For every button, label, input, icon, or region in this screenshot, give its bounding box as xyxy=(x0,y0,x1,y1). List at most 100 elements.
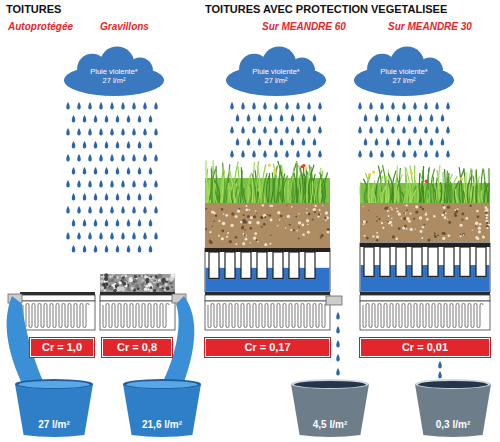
soil-grain xyxy=(306,219,309,222)
soil-grain xyxy=(372,235,374,237)
soil-grain xyxy=(319,209,321,211)
rain-drop xyxy=(88,102,91,110)
rain-drop xyxy=(72,115,75,123)
soil-grain xyxy=(296,230,298,232)
grass-blade xyxy=(222,170,225,203)
rain-drop xyxy=(291,114,294,122)
soil-grain xyxy=(420,230,423,233)
rain-drop xyxy=(88,154,91,162)
flower xyxy=(460,177,463,180)
soil-grain xyxy=(415,205,418,208)
flower xyxy=(300,165,303,168)
rain-drop xyxy=(438,361,441,369)
soil-grain xyxy=(249,227,252,230)
bucket-water xyxy=(126,381,198,388)
section-heading: TOITURES AVEC PROTECTION VEGETALISEE xyxy=(205,3,447,16)
soil-grain xyxy=(455,210,458,213)
soil-grain xyxy=(324,217,327,220)
bucket-body xyxy=(123,384,201,437)
rain-drop xyxy=(419,138,422,146)
soil-grain xyxy=(253,215,256,218)
rain-drop xyxy=(132,128,135,136)
gravel-stone xyxy=(135,284,139,288)
soil-grain xyxy=(475,226,476,227)
soil-grain xyxy=(295,216,297,218)
rain-drop xyxy=(336,312,339,320)
gravel-stone xyxy=(141,274,143,276)
soil-grain xyxy=(260,216,263,219)
rain-drop xyxy=(313,114,316,122)
soil-layer xyxy=(205,203,330,248)
soil-grain xyxy=(314,211,316,213)
gravel-stone xyxy=(147,282,151,286)
rain-drop xyxy=(83,115,86,123)
drainage-cup xyxy=(380,247,390,276)
rain-drop xyxy=(280,114,283,122)
grass-blade xyxy=(383,165,386,203)
rain-drop xyxy=(336,340,339,348)
rain-amount-text: Pluie violente* xyxy=(380,67,428,76)
rain-drop xyxy=(132,180,135,188)
flower xyxy=(268,164,271,167)
soil-grain xyxy=(398,213,401,216)
gravel-stone xyxy=(173,290,175,292)
rain-drop xyxy=(252,126,255,134)
rain-drop xyxy=(66,206,69,214)
rain-drop xyxy=(408,114,411,122)
grass-blade xyxy=(263,173,267,203)
soil-grain xyxy=(209,231,211,233)
gravel-stone xyxy=(155,284,157,286)
rain-drop xyxy=(116,141,119,149)
rain-drop xyxy=(116,219,119,227)
rain-drop xyxy=(77,128,80,136)
soil-grain xyxy=(205,228,207,230)
soil-grain xyxy=(312,219,314,221)
roof-insulation xyxy=(360,301,490,330)
rain-drop xyxy=(110,154,113,162)
rain-drop xyxy=(99,154,102,162)
section-heading: TOITURES xyxy=(6,3,61,16)
rain-drop xyxy=(94,141,97,149)
rain-drop xyxy=(435,150,438,158)
drainage-cup xyxy=(444,247,454,276)
rain-drop xyxy=(66,154,69,162)
soil-grain xyxy=(255,210,257,212)
rain-drop xyxy=(252,102,255,110)
rain-drop xyxy=(83,141,86,149)
soil-grain xyxy=(213,220,215,222)
soil-grain xyxy=(293,229,295,231)
soil-grain xyxy=(420,206,422,208)
rain-drop xyxy=(138,219,141,227)
gravel-stone xyxy=(171,273,175,277)
drainage-cup xyxy=(412,247,422,276)
rain-drop xyxy=(386,114,389,122)
gravel-stone xyxy=(150,289,153,292)
roof-type-label: Sur MEANDRE 30 xyxy=(388,21,472,33)
grass-blade xyxy=(431,169,435,203)
drainage-cup xyxy=(209,252,219,278)
rain-drop xyxy=(269,138,272,146)
rain-drop xyxy=(307,102,310,110)
grass-blade xyxy=(244,188,246,203)
soil-grain xyxy=(317,215,319,217)
rain-drop xyxy=(99,232,102,240)
rain-drop xyxy=(307,126,310,134)
gravel-stone xyxy=(159,288,162,291)
gravel-stone xyxy=(171,286,173,288)
rain-drop xyxy=(127,245,130,253)
grass-blade xyxy=(385,176,386,203)
drainage-cup xyxy=(364,247,374,276)
grass-blade xyxy=(405,167,407,203)
rain-drop xyxy=(285,126,288,134)
roof-deck xyxy=(100,295,175,301)
flower xyxy=(425,180,428,183)
soil-grain xyxy=(387,206,389,208)
rain-drop xyxy=(302,114,305,122)
drainage-cup xyxy=(428,247,438,276)
grass-blade xyxy=(422,181,424,203)
grass-blade xyxy=(388,180,391,203)
gravel-stone xyxy=(149,277,152,280)
rain-drop xyxy=(397,138,400,146)
soil-grain xyxy=(460,234,461,235)
rain-drop xyxy=(258,114,261,122)
